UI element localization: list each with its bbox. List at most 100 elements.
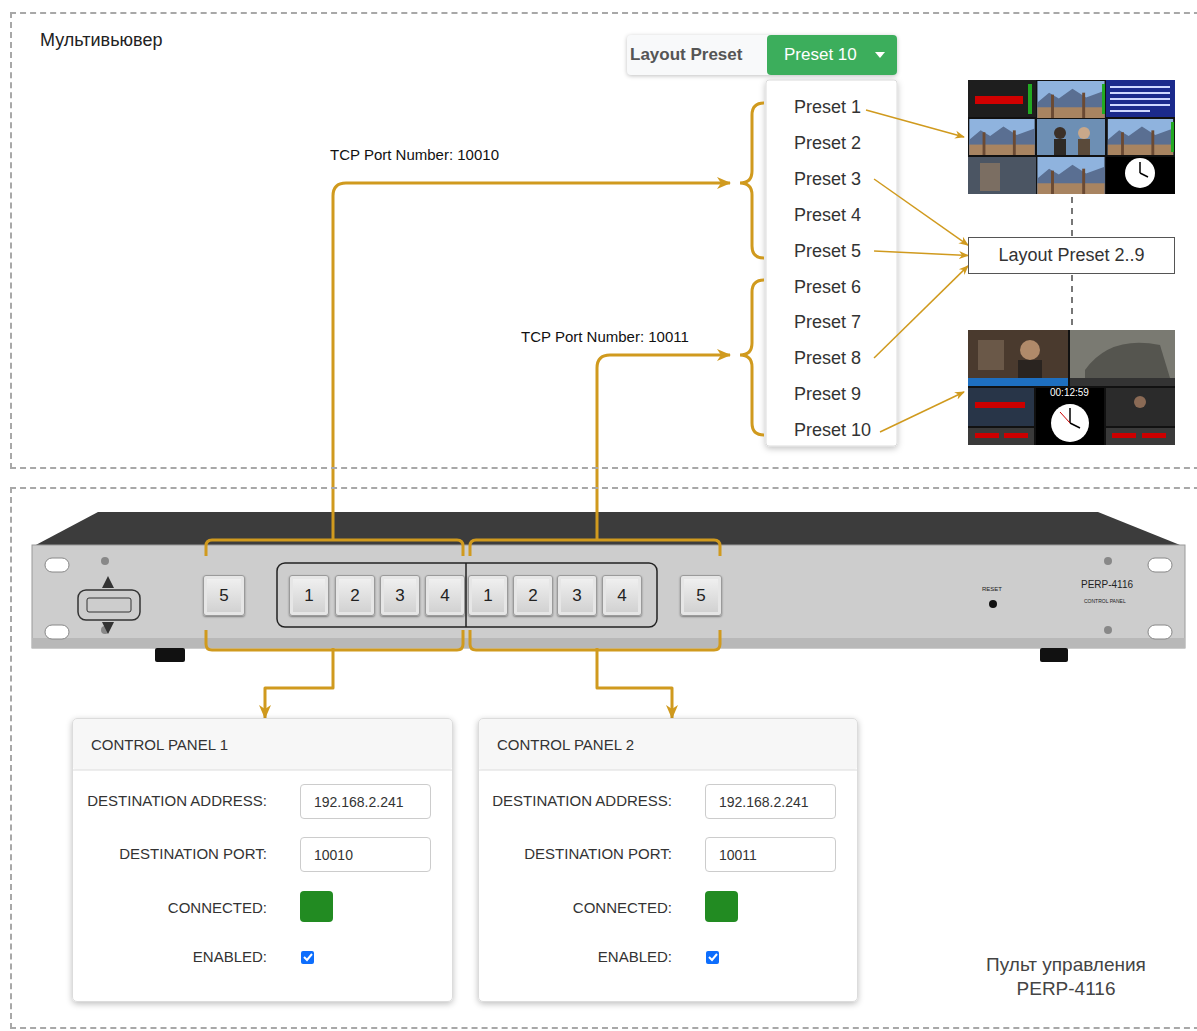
node-text: CONTROL PANEL 2	[497, 719, 634, 770]
timecode-label: 00:12:59	[1050, 387, 1089, 399]
multiview-thumbnail-part	[968, 330, 1175, 445]
multiview-thumbnail-part	[1037, 119, 1105, 155]
node-text: 4	[617, 586, 626, 606]
rack-device-part	[465, 563, 467, 627]
multiview-thumbnail-part	[1108, 119, 1173, 155]
multiview-thumbnail-part	[1110, 98, 1170, 100]
multiview-thumbnail-part	[1110, 86, 1170, 88]
rack-device-part	[45, 558, 69, 572]
node-text: Preset 2	[794, 133, 861, 153]
node-text: Preset 4	[794, 205, 861, 225]
multiview-thumbnail-part	[1036, 388, 1104, 445]
multiview-thumbnail-part	[1102, 84, 1105, 114]
node-text: Preset 9	[794, 384, 861, 404]
preset-item: Preset 3	[783, 165, 872, 193]
key-button: 5	[680, 575, 722, 616]
settings-card: CONTROL PANEL 2DESTINATION ADDRESS:DESTI…	[478, 718, 858, 1002]
node-text: Layout Preset	[630, 35, 742, 75]
multiview-thumbnail-part	[1018, 360, 1042, 378]
node-text: Preset 6	[794, 277, 861, 297]
node-text: 3	[395, 586, 404, 606]
node-text: 10011	[719, 847, 757, 863]
key-button: 4	[602, 575, 642, 616]
preset-item: Preset 4	[783, 201, 872, 229]
rack-device-part	[1104, 626, 1112, 634]
node-text: DESTINATION PORT:	[119, 844, 267, 864]
multiview-thumbnail-part	[1112, 433, 1136, 438]
multiview-thumbnail	[968, 330, 1175, 445]
multiview-thumbnail-part	[968, 378, 1068, 386]
dropdown-button: Preset 10	[767, 35, 897, 75]
rack-device-part	[45, 625, 69, 639]
node-text: Layout Preset 2..9	[998, 245, 1144, 266]
node-text: Пульт управления PERP-4116	[961, 953, 1171, 1001]
brace	[740, 280, 764, 435]
multiview-thumbnail-part	[1106, 388, 1175, 426]
node-text: DESTINATION ADDRESS:	[87, 791, 267, 811]
rack-device	[32, 512, 1185, 662]
multiview-thumbnail-part	[968, 157, 1036, 194]
bracket	[206, 183, 730, 650]
node-text: ENABLED:	[193, 947, 267, 967]
multiview-thumbnail-part	[1028, 84, 1032, 114]
card-background-part	[479, 770, 857, 771]
preset-item: Preset 6	[783, 273, 872, 301]
multiview-thumbnail	[968, 80, 1175, 194]
multiview-thumbnail-part	[1106, 80, 1175, 117]
key-button: 5	[203, 575, 245, 616]
card-background-part	[706, 951, 719, 964]
port-label: TCP Port Number: 10010	[330, 146, 499, 164]
node-text: Preset 1	[794, 97, 861, 117]
bracket-part	[597, 355, 730, 540]
card-background-part	[72, 718, 453, 1002]
node-text: 10010	[314, 847, 353, 863]
multiview-thumbnail-part	[1110, 104, 1170, 106]
preset-item: Preset 1	[783, 93, 872, 121]
multiview-thumbnail-part	[1106, 428, 1175, 445]
card-background-part	[301, 951, 314, 964]
key-button: 3	[557, 575, 597, 616]
node-text: 1	[304, 586, 313, 606]
multiview-thumbnail-part	[1054, 139, 1066, 155]
node-text: CONNECTED:	[168, 898, 267, 918]
key-button: 2	[513, 575, 553, 616]
multiview-thumbnail-part	[969, 119, 1034, 155]
input-field: 10010	[300, 837, 431, 872]
multiview-thumbnail-part	[1110, 92, 1170, 94]
multiview-thumbnail-part	[968, 330, 1068, 378]
multiview-thumbnail-part	[1070, 330, 1175, 378]
node-text: DESTINATION ADDRESS:	[492, 791, 672, 811]
multiview-thumbnail-part	[1078, 139, 1090, 155]
rack-device-part	[102, 576, 114, 634]
connector	[597, 648, 672, 718]
multiview-thumbnail-part	[1020, 340, 1040, 360]
node-text: Preset 10	[794, 420, 871, 440]
card-background-part	[479, 719, 857, 770]
leader-arrow	[866, 110, 964, 137]
multiview-thumbnail-part	[980, 163, 1000, 191]
node-text: Preset 3	[794, 169, 861, 189]
node-text: PERP-4116	[1081, 579, 1133, 591]
multiview-thumbnail-part	[1171, 122, 1174, 152]
node-text: Preset 7	[794, 312, 861, 332]
node-text: 2	[528, 586, 537, 606]
leader-arrow	[880, 392, 964, 432]
input-field: 192.168.2.241	[705, 784, 836, 819]
multiview-thumbnail-part	[1070, 408, 1080, 428]
rack-device-part	[32, 512, 1185, 547]
node-text: 192.168.2.241	[719, 794, 809, 810]
rack-device-part	[277, 563, 657, 627]
key-button: 4	[425, 575, 465, 616]
card-background-part	[73, 770, 452, 771]
key-button: 1	[468, 575, 508, 616]
region-frame: Пульт управления PERP-4116RESETPERP-4116…	[10, 487, 1197, 1029]
multiview-thumbnail-part	[1070, 378, 1175, 386]
node-text: ENABLED:	[598, 947, 672, 967]
node-text: 4	[440, 586, 449, 606]
key-button: 1	[289, 575, 329, 616]
multiview-thumbnail-part	[1142, 433, 1166, 438]
multiview-thumbnail-part	[1125, 158, 1155, 188]
node-text: 3	[572, 586, 581, 606]
node-text: 5	[219, 586, 228, 606]
